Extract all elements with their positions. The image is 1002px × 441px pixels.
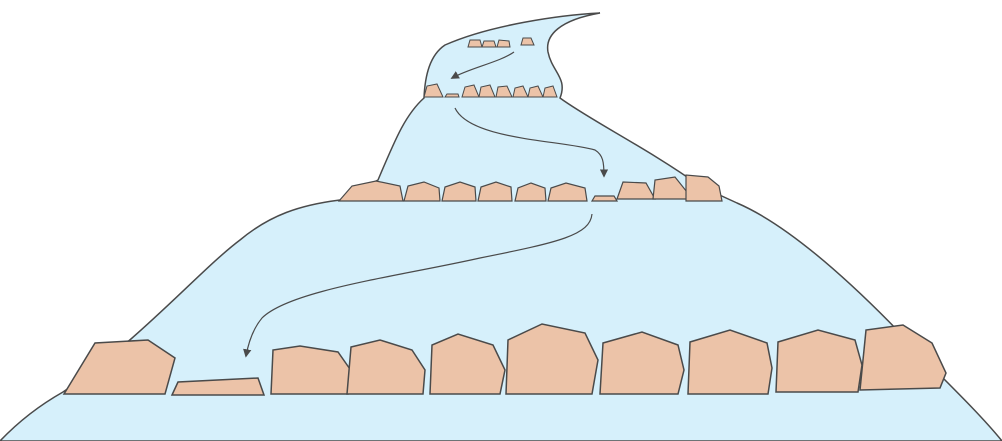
bottom-tier-stone: [860, 325, 946, 390]
middle-tier-slab: [592, 196, 617, 201]
bottom-tier-stone: [64, 340, 175, 394]
bottom-tier-stone: [688, 330, 772, 394]
middle-tier-stone: [686, 175, 722, 201]
top-tier-slab: [445, 94, 459, 97]
bottom-tier-stone: [776, 330, 862, 392]
top-tier-stone: [468, 40, 482, 47]
top-tier-stone: [482, 41, 496, 47]
bottom-tier-stone: [506, 324, 598, 394]
top-tier-stone: [497, 40, 510, 47]
